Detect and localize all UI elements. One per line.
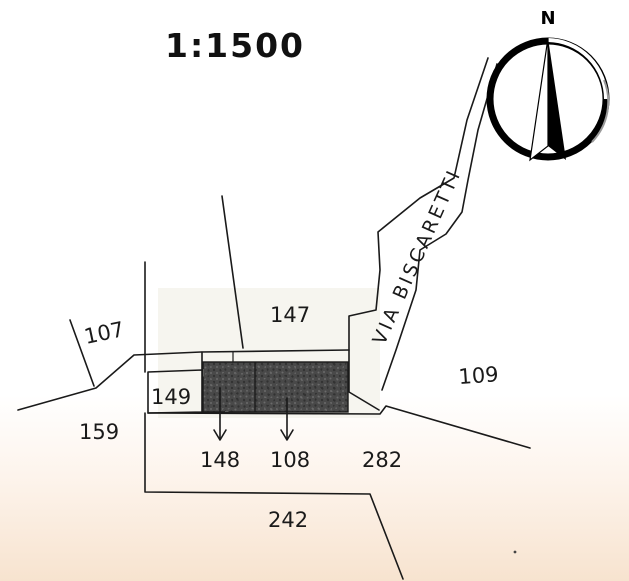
parcel-label-242: 242 (268, 508, 308, 532)
road-via-biscaretti (348, 57, 498, 411)
parcel-label-109: 109 (458, 362, 500, 389)
parcel-149-outline (147, 369, 203, 414)
boundary-line-107-west (69, 319, 95, 387)
parcel-label-282: 282 (362, 448, 402, 472)
street-label: VIA BISCARETTI (368, 165, 465, 348)
parcel-label-149: 149 (151, 385, 191, 409)
parcel-label-107: 107 (82, 317, 126, 349)
boundary-line-south-road (147, 405, 531, 449)
parcel-label-108: 108 (270, 448, 310, 472)
arrow-108 (280, 397, 294, 441)
north-arrow-icon: N (486, 8, 610, 162)
parcel-label-159: 159 (79, 420, 119, 444)
boundary-line-west-road (17, 349, 350, 411)
map-scale: 1:1500 (165, 26, 306, 65)
building-block (202, 352, 349, 413)
boundary-line-147-west (221, 195, 244, 349)
ink-dot (513, 550, 517, 554)
boundary-line-242 (144, 412, 404, 580)
north-label: N (540, 8, 555, 29)
parcel-label-147: 147 (270, 303, 310, 327)
arrow-148 (213, 387, 227, 441)
parcel-label-148: 148 (200, 448, 240, 472)
